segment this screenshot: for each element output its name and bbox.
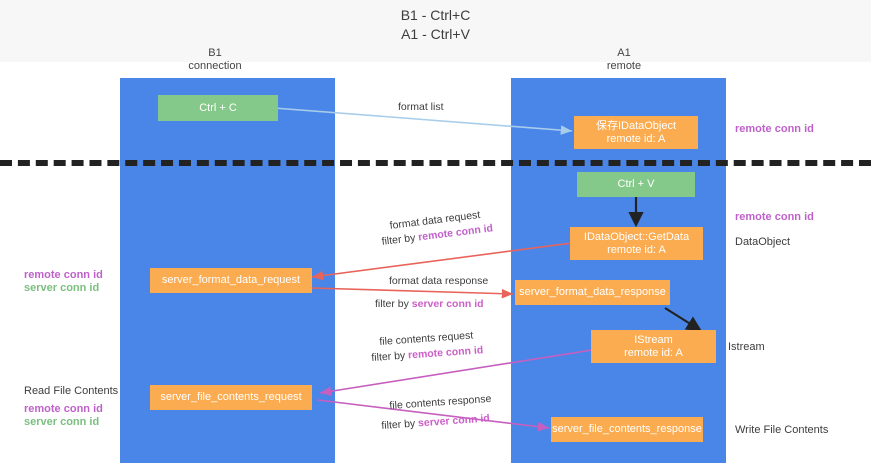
diagram-title: B1 - Ctrl+C A1 - Ctrl+V: [0, 6, 871, 44]
lane-b1-name: B1: [208, 47, 222, 59]
filter-key-server-conn-id-1: server conn id: [411, 298, 484, 310]
edge-label-format-data-response-filter: filter by server conn id: [375, 298, 484, 311]
node-ctrl-v[interactable]: Ctrl + V: [577, 172, 695, 197]
edge-label-format-data-response: format data response: [389, 275, 489, 287]
node-server-format-data-request-label: server_format_data_request: [161, 274, 301, 286]
node-save-idataobject[interactable]: 保存IDataObject remote id: A: [574, 116, 698, 149]
annotation-istream: Istream: [728, 341, 765, 353]
node-idataobject-getdata[interactable]: IDataObject::GetData remote id: A: [570, 227, 703, 260]
node-istream[interactable]: IStream remote id: A: [591, 330, 716, 363]
node-getdata-title: IDataObject::GetData: [583, 230, 690, 243]
lane-b1-role: connection: [188, 60, 242, 72]
filter-prefix-4: filter by: [381, 417, 419, 432]
edge-label-format-list: format list: [398, 101, 444, 113]
annotation-read-file-contents: Read File Contents: [24, 385, 119, 397]
lane-header-b1: B1 connection: [145, 47, 285, 73]
annotation-dataobject: DataObject: [735, 236, 791, 248]
node-ctrl-c-label: Ctrl + C: [199, 101, 237, 114]
title-line-2: A1 - Ctrl+V: [401, 26, 470, 42]
node-server-format-data-response[interactable]: server_format_data_response: [515, 280, 670, 305]
node-getdata-subtitle: remote id: A: [607, 243, 666, 256]
node-server-file-contents-request-label: server_file_contents_request: [160, 391, 302, 403]
lane-a1-role: remote: [606, 60, 642, 72]
node-save-idataobject-subtitle: remote id: A: [606, 132, 666, 145]
node-server-file-contents-response[interactable]: server_file_contents_response: [551, 417, 703, 442]
node-save-idataobject-title: 保存IDataObject: [595, 119, 677, 132]
annotation-left-server-conn-id-bottom: server conn id: [24, 416, 100, 428]
annotation-write-file-contents: Write File Contents: [735, 424, 829, 436]
node-server-format-data-request[interactable]: server_format_data_request: [150, 268, 312, 293]
annotation-remote-conn-id-top: remote conn id: [735, 123, 814, 135]
filter-prefix-2: filter by: [375, 298, 412, 310]
annotation-left-remote-conn-id-mid: remote conn id: [24, 269, 103, 281]
annotation-left-server-conn-id-mid: server conn id: [24, 282, 100, 294]
node-ctrl-c[interactable]: Ctrl + C: [158, 95, 278, 121]
node-ctrl-v-label: Ctrl + V: [617, 178, 655, 190]
title-line-1: B1 - Ctrl+C: [400, 7, 471, 23]
node-server-file-contents-response-label: server_file_contents_response: [552, 423, 702, 435]
node-server-file-contents-request[interactable]: server_file_contents_request: [150, 385, 312, 410]
lane-header-a1: A1 remote: [554, 47, 694, 73]
node-istream-title: IStream: [634, 333, 673, 346]
annotation-remote-conn-id-mid: remote conn id: [735, 211, 814, 223]
annotation-left-remote-conn-id-bottom: remote conn id: [24, 403, 103, 415]
node-server-format-data-response-label: server_format_data_response: [519, 286, 666, 298]
node-istream-subtitle: remote id: A: [624, 346, 683, 359]
lane-a1-name: A1: [617, 47, 631, 59]
phase-divider: [0, 160, 871, 166]
filter-prefix-3: filter by: [371, 349, 409, 364]
